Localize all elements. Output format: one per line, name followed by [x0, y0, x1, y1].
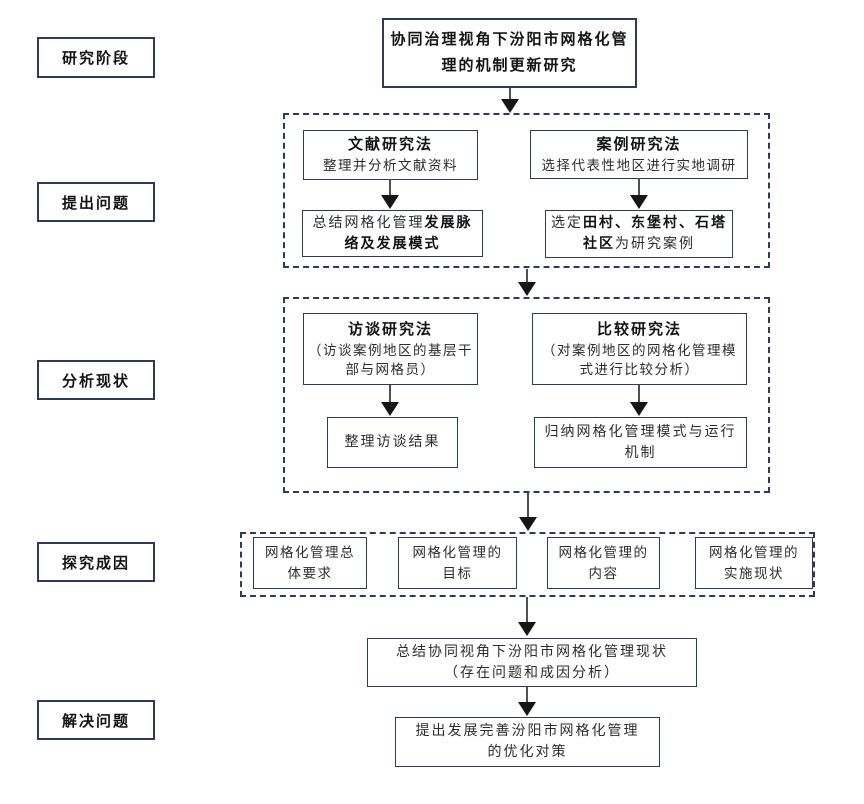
arrow-conclusion-to-solution — [518, 687, 536, 716]
solution-box: 提出发展完善汾阳市网格化管理 的优化对策 — [395, 717, 660, 767]
stage-raise-question: 提出问题 — [37, 182, 155, 222]
phase2-dashed-group — [283, 297, 770, 493]
cause-label: 网格化管理的实施现状 — [709, 545, 799, 581]
diagram-title: 协同治理视角下汾阳市网格化管 理的机制更新研究 — [382, 18, 637, 88]
cause-content-box: 网格化管理的内容 — [547, 537, 660, 589]
stage-research-phase: 研究阶段 — [37, 37, 155, 78]
cause-implementation-status-box: 网格化管理的实施现状 — [695, 537, 813, 589]
compare-method-desc: （对案例地区的网格化管理模式进行比较分析） — [542, 342, 737, 377]
cause-label: 网格化管理的目标 — [412, 545, 503, 581]
literature-method-title: 文献研究法 — [347, 137, 433, 153]
literature-result-text: 总结网格化管理发展脉络及发展模式 — [307, 213, 478, 255]
literature-result-bold: 发展脉络及发展模式 — [344, 215, 473, 252]
compare-method-box: 比较研究法 （对案例地区的网格化管理模式进行比较分析） — [532, 313, 747, 385]
stage-label: 分析现状 — [61, 373, 130, 390]
literature-method-box: 文献研究法 整理并分析文献资料 — [303, 130, 478, 180]
literature-result-box: 总结网格化管理发展脉络及发展模式 — [302, 210, 483, 257]
solution-line-2: 的优化对策 — [487, 745, 568, 760]
conclusion-line-1: 总结协同视角下汾阳市网格化管理现状 — [396, 644, 668, 660]
compare-result-text: 归纳网格化管理模式与运行机制 — [544, 424, 737, 461]
conclusion-line-2: （存在问题和成因分析） — [444, 665, 620, 681]
stage-label: 解决问题 — [61, 713, 130, 730]
arrow-case-to-result — [630, 178, 648, 209]
conclusion-box: 总结协同视角下汾阳市网格化管理现状 （存在问题和成因分析） — [367, 638, 697, 687]
case-result-bold: 田村、东堡村、石塔社区 — [583, 216, 727, 252]
cause-label: 网格化管理的内容 — [558, 545, 649, 581]
case-result-pre: 选定 — [551, 216, 583, 231]
title-line-2: 理的机制更新研究 — [441, 58, 578, 74]
cause-goals-box: 网格化管理的目标 — [398, 537, 517, 589]
interview-result-box: 整理访谈结果 — [327, 417, 458, 468]
arrow-phase1-to-phase2 — [518, 269, 536, 296]
case-method-box: 案例研究法 选择代表性地区进行实地调研 — [530, 130, 748, 179]
cause-label: 网格化管理总体要求 — [265, 545, 355, 581]
arrow-phase2-to-causes — [519, 493, 537, 531]
stage-solve-problem: 解决问题 — [37, 700, 155, 740]
arrow-causes-to-conclusion — [518, 597, 536, 636]
stage-label: 研究阶段 — [61, 51, 130, 67]
stage-analyze-status: 分析现状 — [37, 360, 155, 400]
arrow-interview-to-result — [381, 385, 399, 416]
stage-explore-causes: 探究成因 — [37, 542, 155, 582]
compare-method-title: 比较研究法 — [596, 321, 682, 338]
cause-overall-requirements-box: 网格化管理总体要求 — [253, 537, 367, 589]
case-method-desc: 选择代表性地区进行实地调研 — [541, 157, 737, 173]
interview-method-desc: （访谈案例地区的基层干部与网格员） — [308, 342, 473, 377]
phase1-dashed-group — [283, 113, 770, 268]
case-result-text: 选定田村、东堡村、石塔社区为研究案例 — [550, 213, 728, 255]
title-line-1: 协同治理视角下汾阳市网格化管 — [390, 32, 629, 48]
interview-result-text: 整理访谈结果 — [344, 435, 441, 450]
case-result-box: 选定田村、东堡村、石塔社区为研究案例 — [545, 210, 733, 258]
stage-label: 探究成因 — [61, 555, 130, 572]
literature-method-desc: 整理并分析文献资料 — [323, 158, 458, 173]
literature-result-pre: 总结网格化管理 — [312, 215, 425, 231]
case-result-post: 为研究案例 — [615, 237, 695, 252]
solution-line-1: 提出发展完善汾阳市网格化管理 — [415, 724, 640, 739]
interview-method-box: 访谈研究法 （访谈案例地区的基层干部与网格员） — [303, 313, 478, 385]
compare-result-box: 归纳网格化管理模式与运行机制 — [534, 417, 747, 468]
arrow-compare-to-result — [630, 385, 648, 416]
arrow-literature-to-result — [381, 180, 399, 209]
causes-dashed-group — [240, 532, 815, 597]
arrow-title-to-phase1 — [501, 88, 519, 113]
interview-method-title: 访谈研究法 — [347, 321, 433, 338]
stage-label: 提出问题 — [61, 195, 130, 212]
case-method-title: 案例研究法 — [596, 136, 682, 153]
